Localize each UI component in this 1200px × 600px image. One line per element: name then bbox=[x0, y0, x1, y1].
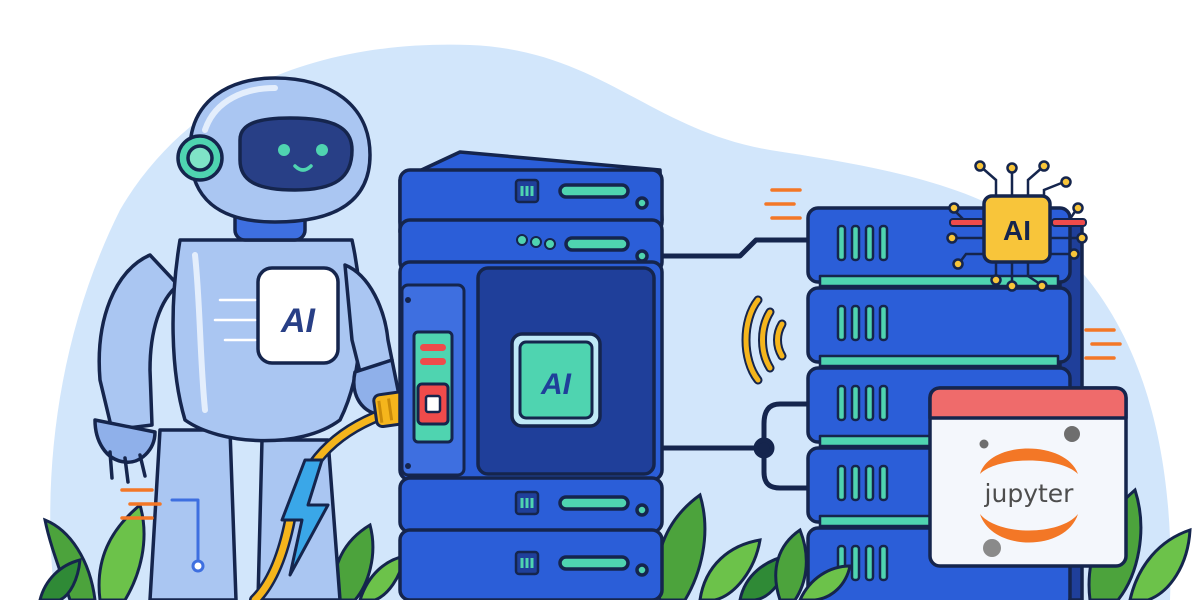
server-screen-label: AI bbox=[540, 368, 572, 401]
lightning-bolt-icon bbox=[280, 458, 330, 577]
robot-icon: AI bbox=[93, 76, 402, 600]
wifi-signal-icon bbox=[741, 295, 787, 385]
server-rack-icon: AI bbox=[398, 150, 664, 600]
robot-left-leg bbox=[148, 428, 238, 600]
robot-chest-panel bbox=[256, 266, 340, 365]
robot-left-arm bbox=[97, 253, 180, 432]
jupyter-logo-text: jupyter bbox=[984, 479, 1075, 508]
plant-icon bbox=[774, 527, 852, 600]
ai-chip-icon: AI bbox=[946, 160, 1088, 292]
robot-eye bbox=[316, 144, 328, 156]
motion-lines bbox=[120, 488, 162, 520]
robot-chest-label: AI bbox=[280, 302, 317, 340]
robot-smile bbox=[293, 164, 313, 172]
server-unit bbox=[806, 286, 1072, 364]
motion-lines bbox=[764, 188, 1122, 360]
card-header bbox=[928, 386, 1128, 420]
chip-label: AI bbox=[1003, 215, 1031, 246]
jupyter-logo-icon: jupyter bbox=[979, 426, 1080, 557]
robot-face-visor bbox=[238, 116, 354, 192]
robot-eye bbox=[278, 144, 290, 156]
network-cable bbox=[662, 237, 812, 491]
